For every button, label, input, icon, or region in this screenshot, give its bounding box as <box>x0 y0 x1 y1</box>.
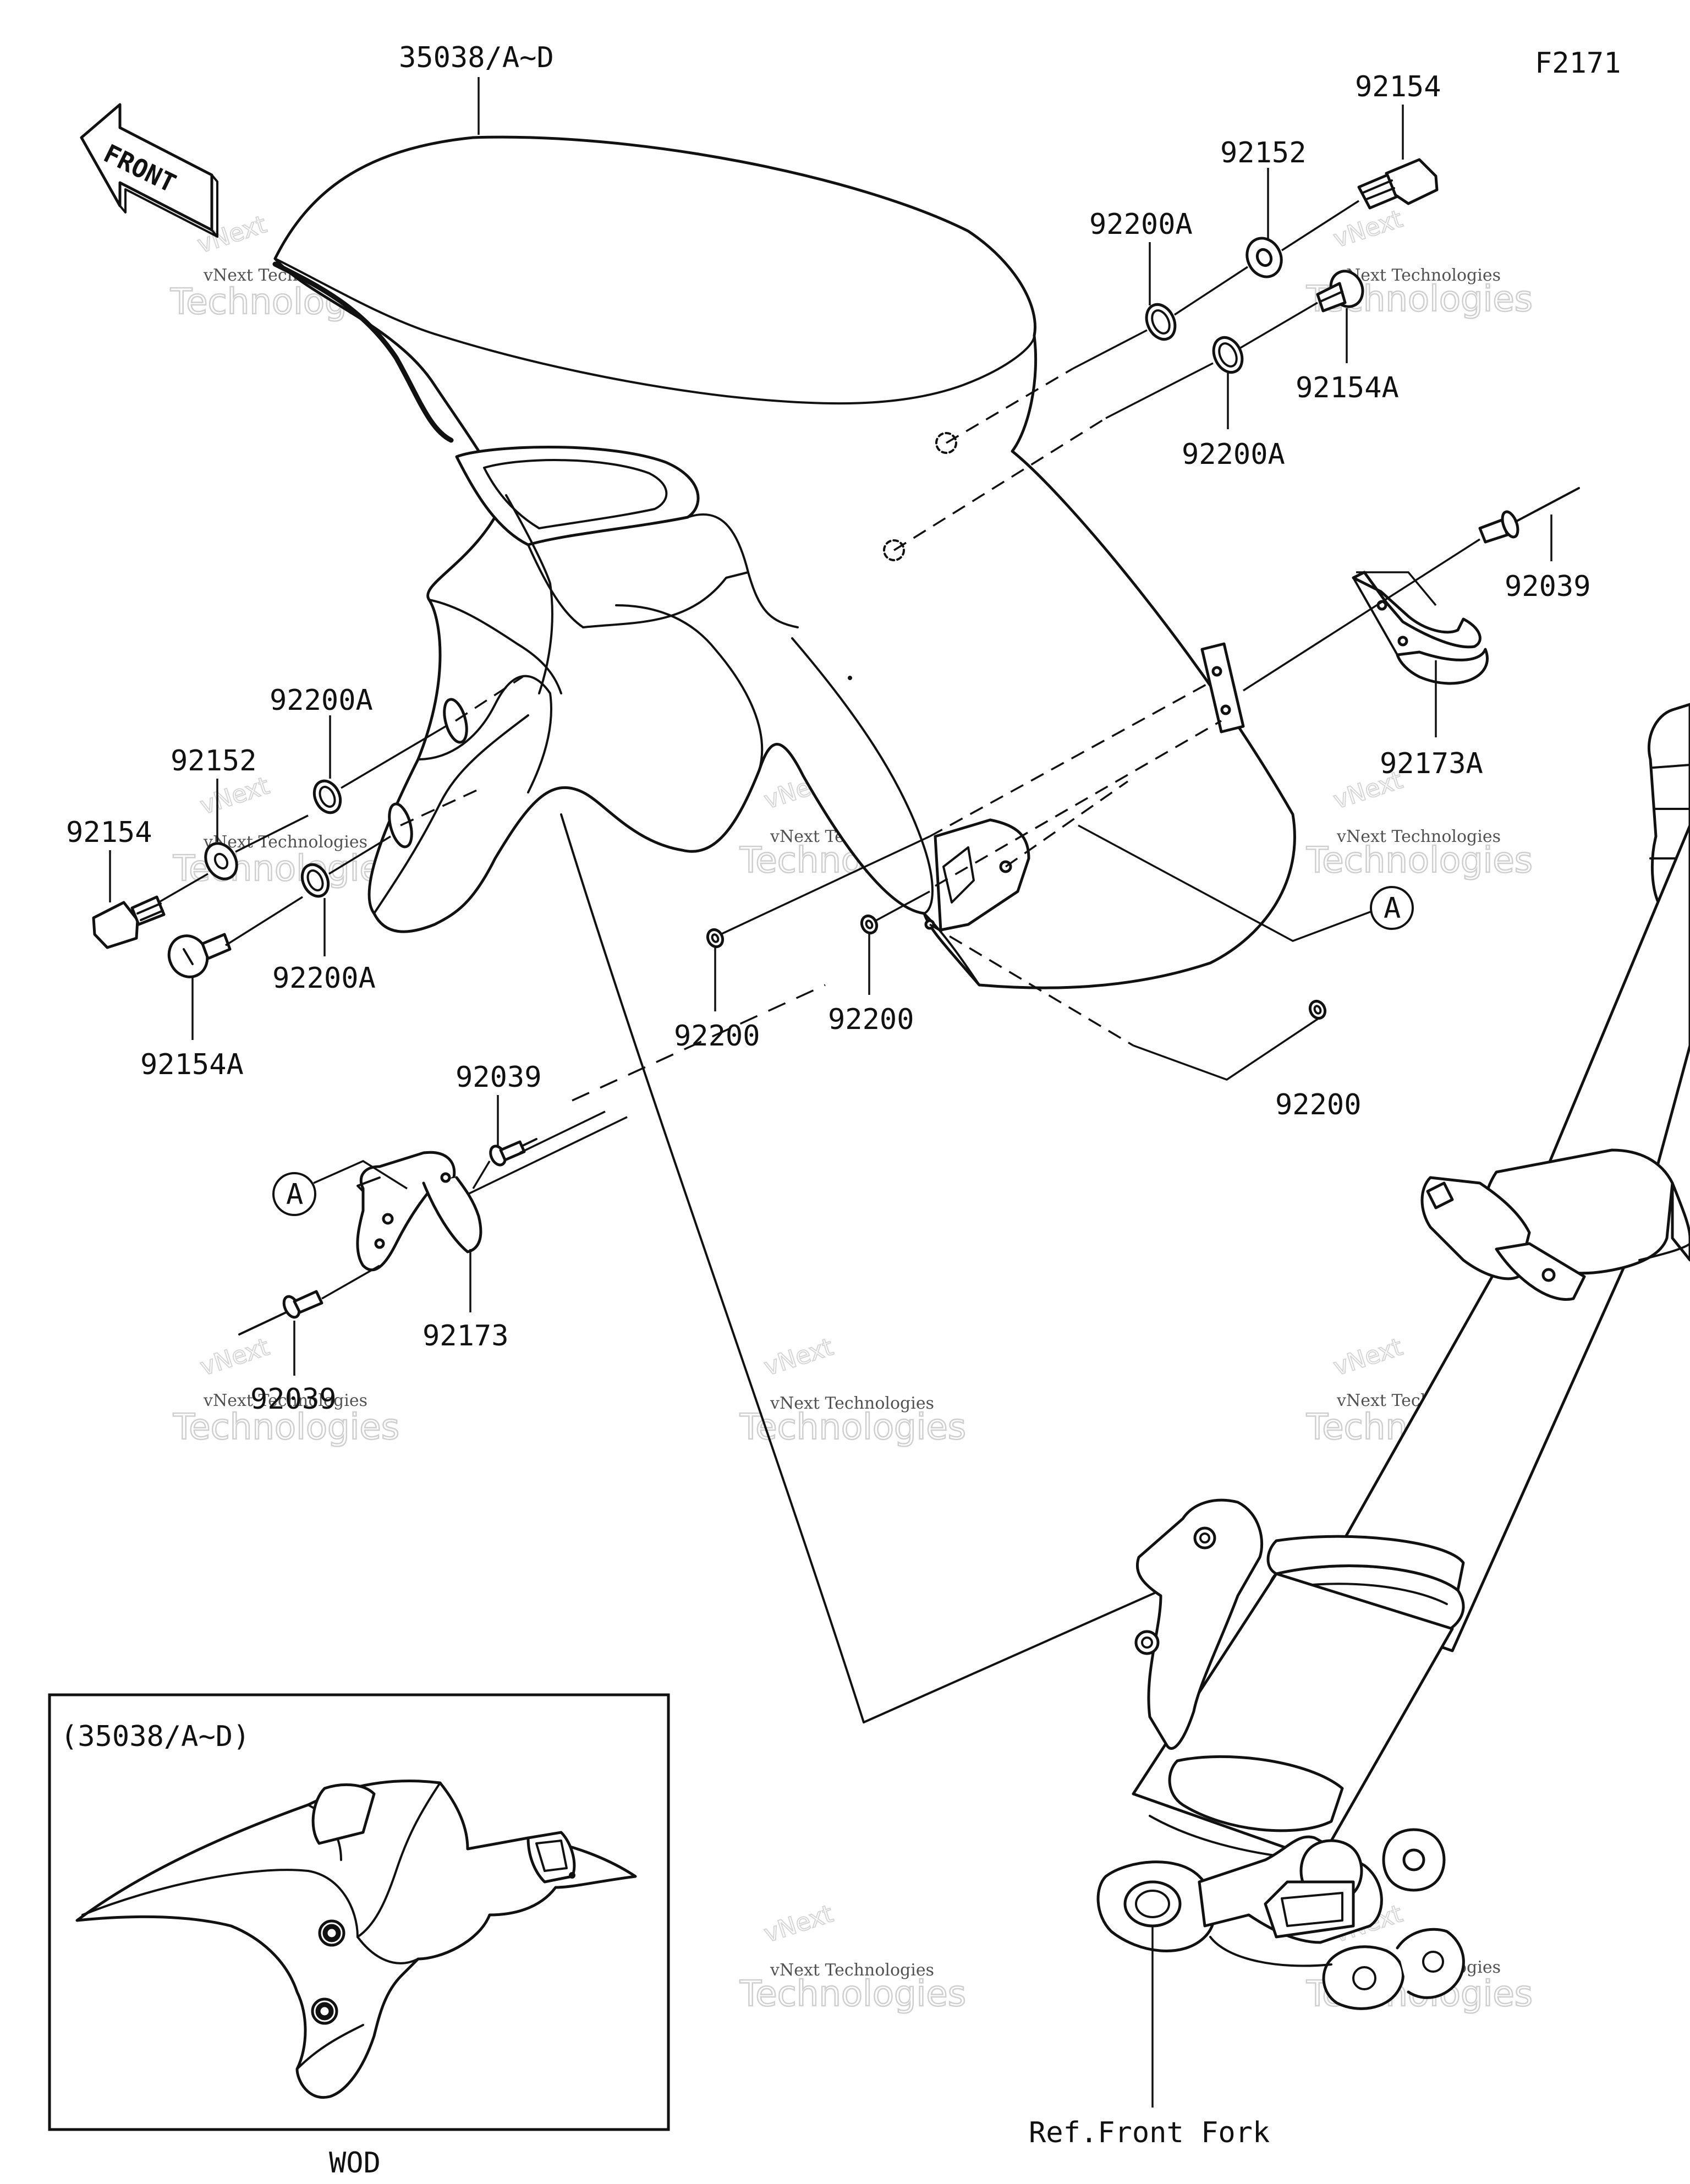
watermark-large-1: vNext <box>197 771 273 820</box>
callout-92154-top: 92154 <box>1355 70 1441 103</box>
oring-92200A-top-2 <box>1212 336 1244 374</box>
callout-leaders <box>109 77 1552 2108</box>
callout-92039-upper: 92039 <box>456 1061 542 1094</box>
callout-92154A-top: 92154A <box>1296 371 1399 404</box>
callout-92152-left: 92152 <box>171 745 257 778</box>
grommet-92154A-top <box>1316 270 1364 313</box>
watermark-large-1: vNext <box>761 1333 837 1381</box>
watermark-small: vNext Technologies <box>770 1961 934 1980</box>
callout-92154-left: 92154 <box>66 816 152 849</box>
clamp-92173A <box>1352 571 1489 685</box>
washer-92152-left <box>204 842 238 880</box>
callout-92200-b: 92200 <box>828 1003 914 1036</box>
watermark-large-2: Technologies <box>739 1407 966 1448</box>
front-direction-arrow: FRONT <box>80 103 218 238</box>
watermark-large-1: vNext <box>197 1333 273 1381</box>
watermark-7: vNext Technologies vNext Technologies <box>172 1332 400 1448</box>
callout-92200A-top-2: 92200A <box>1182 438 1285 471</box>
oring-92200A-left-2 <box>300 863 330 898</box>
front-fender <box>272 135 1296 1723</box>
washer-92200-b <box>860 914 879 935</box>
watermark-large-1: vNext <box>761 1900 837 1948</box>
watermark-small: vNext Technologies <box>203 1391 367 1410</box>
callout-92200-a: 92200 <box>674 1020 760 1053</box>
callout-92200-c: 92200 <box>1275 1088 1362 1121</box>
oring-92200A-top-1 <box>1145 303 1177 341</box>
washer-92200-c <box>1308 999 1327 1020</box>
callout-92200A-top-1: 92200A <box>1089 208 1193 241</box>
clamp-92173 <box>356 1151 482 1272</box>
washer-92200-a <box>706 928 725 949</box>
watermark-6: vNext Technologies vNext Technologies <box>1305 765 1534 882</box>
watermark-8: vNext Technologies vNext Technologies <box>739 1332 967 1448</box>
callout-92200A-left-2: 92200A <box>272 962 376 995</box>
bolt-92154-left <box>92 895 166 949</box>
watermark-small: vNext Technologies <box>1336 266 1501 285</box>
watermark-large-2: Technologies <box>1306 840 1533 881</box>
oring-92200A-left-1 <box>312 779 342 814</box>
callout-92152-top: 92152 <box>1220 136 1307 169</box>
watermark-4: vNext Technologies vNext Technologies <box>172 771 400 890</box>
callout-92173A: 92173A <box>1380 747 1483 780</box>
washer-92152-top <box>1245 237 1283 278</box>
callout-labels: 35038/A~D 92154 92152 92200A 92154A 9220… <box>66 41 1591 1416</box>
inset-model-label: WOD <box>329 2147 381 2180</box>
bolt-92154A-left <box>167 933 232 978</box>
callout-92200A-left-1: 92200A <box>270 684 373 717</box>
watermark-large-2: Technologies <box>739 1974 966 2015</box>
watermark-large-1: vNext <box>1330 1333 1406 1381</box>
reference-front-fork-note: Ref.Front Fork <box>1029 2116 1270 2149</box>
callout-A-right: A <box>1384 892 1401 925</box>
watermark-11: vNext Technologies vNext Technologies <box>739 1899 967 2015</box>
figure-code: F2171 <box>1535 47 1621 80</box>
inset-caption: (35038/A~D) <box>61 1720 250 1753</box>
reference-a-marker-right <box>1370 886 1414 930</box>
callout-92173: 92173 <box>422 1320 509 1353</box>
rivet-92039-lower <box>238 1290 323 1335</box>
callout-92154A-left: 92154A <box>140 1048 244 1081</box>
callout-35038: 35038/A~D <box>399 41 554 74</box>
callout-A-left: A <box>286 1178 303 1211</box>
rivet-92039-right <box>1478 487 1580 544</box>
watermark-small: vNext Technologies <box>770 1394 934 1413</box>
inset-box: (35038/A~D) <box>48 1693 670 2131</box>
callout-92039-right: 92039 <box>1505 570 1591 603</box>
reference-a-marker-left <box>272 1172 316 1216</box>
front-fork <box>1096 703 1690 2010</box>
watermark-small: vNext Technologies <box>1336 827 1501 846</box>
watermark-large-2: Technologies <box>173 1407 399 1448</box>
bolt-92154-top <box>1357 158 1439 210</box>
inset-fender-icon <box>75 1779 637 2099</box>
callout-92039-lower: 92039 <box>250 1383 337 1416</box>
rivet-92039-upper <box>489 1138 537 1167</box>
